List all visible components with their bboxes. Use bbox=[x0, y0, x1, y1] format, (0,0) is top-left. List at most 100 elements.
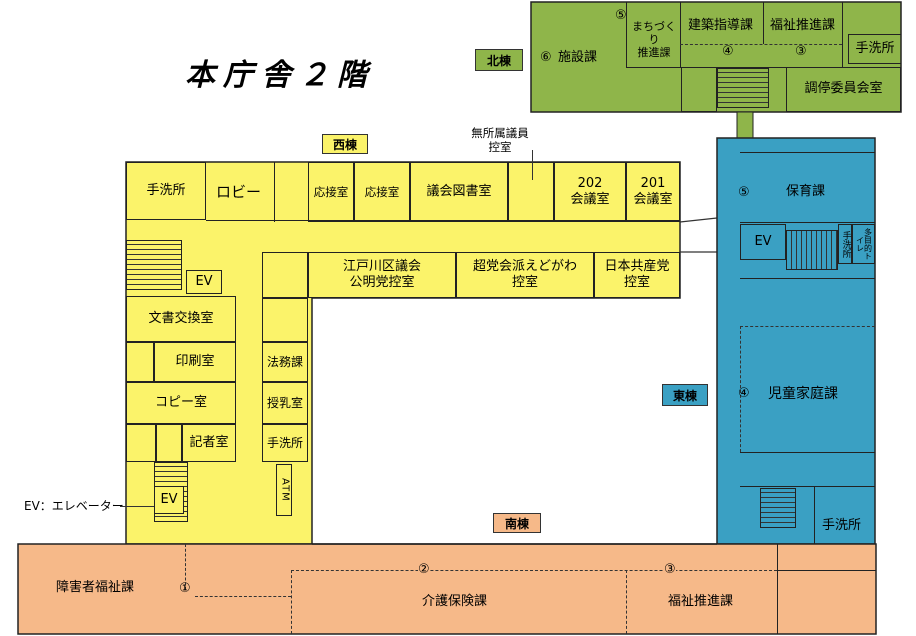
hoiku-room: 保育課 bbox=[786, 184, 826, 199]
east-toilet-partition bbox=[814, 486, 816, 544]
east-dash-vertical bbox=[740, 326, 741, 452]
kisha-room: 記者室 bbox=[182, 424, 236, 462]
jido-room: 児童家庭課 bbox=[768, 386, 838, 402]
koumei-line1: 江戸川区議会 bbox=[342, 258, 421, 274]
east-marker-4: ④ bbox=[738, 386, 750, 401]
south-marker-1: ① bbox=[179, 581, 191, 596]
north-east-connector bbox=[736, 111, 754, 139]
east-mid-line bbox=[740, 278, 875, 280]
south-dash-v1 bbox=[291, 570, 292, 634]
west-inner-small bbox=[262, 298, 308, 342]
south-building-tag: 南棟 bbox=[493, 513, 541, 533]
east-hoiku-line bbox=[740, 222, 875, 224]
west-toilet-2: 手洗所 bbox=[262, 424, 308, 462]
north-marker-4: ④ bbox=[722, 44, 734, 59]
north-corridor-line bbox=[626, 67, 901, 69]
chotou-line1: 超党会派えどがわ bbox=[472, 258, 577, 274]
koumei-room: 江戸川区議会公明党控室 bbox=[308, 252, 456, 298]
south-dash-main-horizontal bbox=[291, 570, 777, 571]
koumei-line2: 公明党控室 bbox=[349, 275, 415, 290]
north-partition-3 bbox=[763, 2, 765, 44]
south-marker-2: ② bbox=[418, 562, 430, 577]
houmu-room: 法務課 bbox=[262, 342, 308, 382]
machizukuri-room: まちづくり 推進課 bbox=[630, 20, 678, 60]
room-201-num: 201 bbox=[640, 175, 666, 191]
north-corridor-dash bbox=[680, 44, 842, 45]
shogai-room: 障害者福祉課 bbox=[56, 580, 135, 595]
ev-legend-leader bbox=[120, 506, 154, 507]
multi-purpose-toilet: 多目的トイレ bbox=[852, 224, 875, 264]
north-partition-1 bbox=[626, 2, 628, 68]
copy-room: コピー室 bbox=[126, 382, 236, 424]
multi-purpose-toilet-label: 多目的トイレ bbox=[855, 228, 873, 260]
room-202-num: 202 bbox=[577, 175, 603, 191]
kisha-side-2 bbox=[156, 424, 182, 462]
machizukuri-line1: まちづくり bbox=[632, 20, 676, 47]
kyousan-line1: 日本共産党 bbox=[604, 258, 670, 274]
machizukuri-line2: 推進課 bbox=[637, 46, 671, 60]
fukushi-south-room: 福祉推進課 bbox=[668, 594, 734, 609]
south-marker-3: ③ bbox=[664, 562, 676, 577]
junyu-room: 授乳室 bbox=[262, 382, 308, 424]
musho-line1: 無所属議員 bbox=[471, 126, 529, 140]
north-toilet: 手洗所 bbox=[848, 34, 901, 64]
north-stair-room bbox=[681, 67, 717, 112]
east-toilet-vertical: 手洗所 bbox=[838, 224, 852, 264]
musho-leader-line bbox=[532, 150, 533, 180]
chotou-room: 超党会派えどがわ控室 bbox=[456, 252, 594, 298]
insatsu-side bbox=[126, 342, 154, 382]
musho-label: 無所属議員 控室 bbox=[455, 126, 545, 155]
kisha-side-1 bbox=[126, 424, 156, 462]
south-dash-v2 bbox=[626, 570, 627, 634]
north-marker-3: ③ bbox=[795, 44, 807, 59]
north-building-tag: 北棟 bbox=[475, 49, 523, 71]
north-stairs bbox=[717, 68, 769, 108]
west-east-connector-top bbox=[679, 217, 718, 223]
east-top-line bbox=[740, 152, 875, 154]
lobby-label: ロビー bbox=[216, 183, 262, 201]
north-marker-6: ⑥ bbox=[540, 50, 552, 65]
bunsho-room: 文書交換室 bbox=[126, 296, 236, 342]
west-toilet: 手洗所 bbox=[126, 162, 206, 220]
west-corridor-top bbox=[206, 220, 680, 222]
atm-label: ATM bbox=[279, 478, 291, 502]
kyousan-room: 日本共産党控室 bbox=[594, 252, 680, 298]
oseitsu-room-2: 応接室 bbox=[354, 162, 410, 222]
west-ev-lower: EV bbox=[154, 486, 184, 514]
room-202-label: 会議室 bbox=[570, 192, 610, 207]
north-marker-5: ⑤ bbox=[615, 8, 627, 23]
south-right-room bbox=[777, 570, 876, 634]
fukushi-north-room: 福祉推進課 bbox=[770, 18, 836, 33]
kaigo-room: 介護保険課 bbox=[422, 594, 488, 609]
shisetsu-room: 施設課 bbox=[558, 50, 598, 65]
north-partition-2 bbox=[680, 2, 682, 68]
south-right-top-line bbox=[777, 544, 779, 570]
oseitsu-room-1: 応接室 bbox=[308, 162, 354, 222]
west-small-room bbox=[262, 252, 308, 298]
insatsu-room: 印刷室 bbox=[154, 342, 236, 382]
east-marker-5: ⑤ bbox=[738, 185, 750, 200]
east-lower-line bbox=[740, 452, 875, 454]
atm-booth: ATM bbox=[276, 464, 292, 516]
west-building-tag: 西棟 bbox=[322, 134, 368, 154]
room-201-label: 会議室 bbox=[633, 192, 673, 207]
east-stairs-upper bbox=[786, 230, 838, 270]
east-building-area bbox=[716, 137, 876, 545]
chotei-room: 調停委員会室 bbox=[786, 67, 901, 112]
west-ev-upper: EV bbox=[186, 270, 222, 294]
east-ev: EV bbox=[740, 224, 786, 260]
west-stairs-upper bbox=[126, 240, 182, 290]
north-partition-4 bbox=[842, 2, 844, 68]
south-building-area bbox=[17, 543, 877, 635]
chotou-line2: 控室 bbox=[511, 275, 538, 290]
floor-title: 本庁舎２階 bbox=[185, 58, 375, 93]
kyousan-line2: 控室 bbox=[623, 275, 650, 290]
east-building-tag: 東棟 bbox=[662, 384, 708, 406]
east-lower-line-2 bbox=[740, 486, 875, 488]
east-toilet: 手洗所 bbox=[822, 518, 862, 533]
south-dash-left-horizontal bbox=[195, 596, 291, 597]
south-dash-left-vertical bbox=[185, 544, 186, 590]
ev-legend-note: EV：エレベーター bbox=[24, 499, 124, 513]
